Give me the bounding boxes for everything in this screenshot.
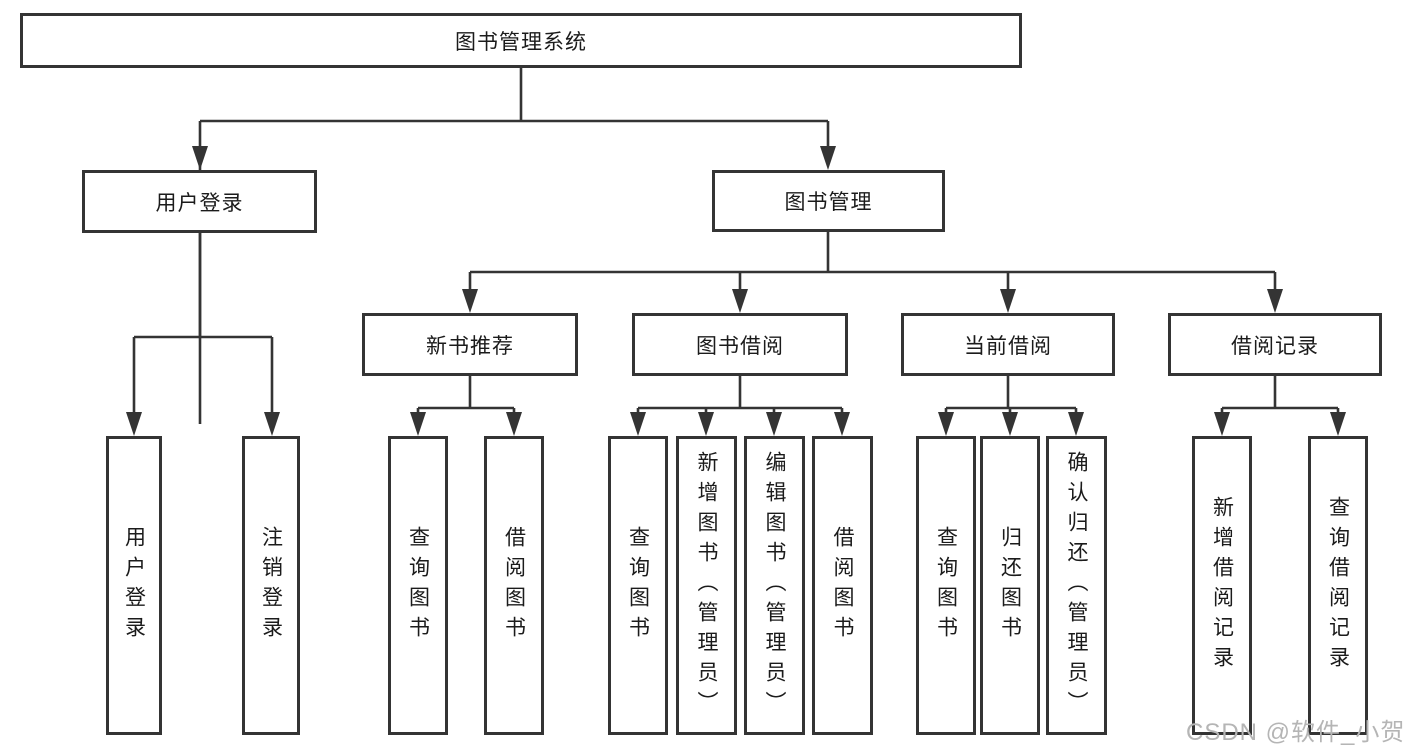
leaf-add-book-admin: 新增图书（管理员）: [676, 436, 737, 735]
leaf-edit-book-admin: 编辑图书（管理员）: [744, 436, 805, 735]
arrowhead: [1330, 412, 1346, 436]
leaf-query-books-recommend: 查询图书: [388, 436, 448, 735]
arrowhead: [1267, 289, 1283, 313]
node-label: 借阅图书: [502, 525, 526, 646]
leaf-borrow-books: 借阅图书: [812, 436, 873, 735]
node-label: 查询图书: [406, 525, 430, 646]
node-label: 借阅图书: [831, 525, 854, 646]
csdn-watermark: CSDN @软件_小贺同学: [1186, 719, 1405, 746]
node-label: 新增图书（管理员）: [695, 450, 718, 721]
arrowhead: [1068, 412, 1084, 436]
node-label: 查询借阅记录: [1326, 495, 1350, 676]
arrowhead: [834, 412, 850, 436]
node-label: 新增借阅记录: [1210, 495, 1234, 676]
node-borrow-records: 借阅记录: [1168, 313, 1382, 376]
node-label: 用户登录: [155, 191, 244, 215]
node-label: 图书管理系统: [455, 30, 587, 54]
leaf-borrow-books-recommend: 借阅图书: [484, 436, 544, 735]
arrowhead: [1214, 412, 1230, 436]
node-new-book-recommend: 新书推荐: [362, 313, 578, 376]
connector-new-book-children: [416, 376, 516, 424]
leaf-query-books-current: 查询图书: [916, 436, 976, 735]
leaf-query-books-borrow: 查询图书: [608, 436, 668, 735]
arrowhead: [820, 146, 836, 170]
arrowhead: [192, 146, 208, 170]
connector-user-login-children: [132, 233, 274, 424]
arrowhead: [1002, 412, 1018, 436]
leaf-logout: 注销登录: [242, 436, 300, 735]
arrowhead: [506, 412, 522, 436]
arrowhead: [264, 412, 280, 436]
node-root-library-system: 图书管理系统: [20, 13, 1022, 68]
connector-book-borrow-children: [636, 376, 844, 424]
arrowhead: [630, 412, 646, 436]
node-user-login: 用户登录: [82, 170, 317, 233]
arrowhead: [938, 412, 954, 436]
node-book-management: 图书管理: [712, 170, 945, 232]
node-label: 借阅记录: [1231, 334, 1319, 358]
leaf-confirm-return-admin: 确认归还（管理员）: [1046, 436, 1107, 735]
node-current-borrow: 当前借阅: [901, 313, 1115, 376]
arrowhead: [698, 412, 714, 436]
leaf-return-book: 归还图书: [980, 436, 1040, 735]
arrowhead: [732, 289, 748, 313]
node-label: 用户登录: [122, 525, 146, 646]
arrowhead: [1000, 289, 1016, 313]
node-label: 新书推荐: [426, 334, 514, 358]
node-label: 确认归还（管理员）: [1065, 450, 1088, 721]
arrowhead: [126, 412, 142, 436]
leaf-user-login: 用户登录: [106, 436, 162, 735]
node-label: 查询图书: [626, 525, 650, 646]
node-label: 归还图书: [998, 525, 1022, 646]
node-label: 注销登录: [259, 525, 283, 646]
connector-borrow-record-children: [1220, 376, 1340, 424]
leaf-query-borrow-record: 查询借阅记录: [1308, 436, 1368, 735]
leaf-add-borrow-record: 新增借阅记录: [1192, 436, 1252, 735]
node-label: 当前借阅: [964, 334, 1052, 358]
connector-root-to-level2: [198, 68, 830, 424]
arrowhead: [462, 289, 478, 313]
arrowhead: [766, 412, 782, 436]
node-label: 查询图书: [934, 525, 958, 646]
node-label: 图书管理: [784, 191, 873, 214]
node-book-borrow: 图书借阅: [632, 313, 848, 376]
arrowhead: [410, 412, 426, 436]
node-label: 编辑图书（管理员）: [763, 450, 786, 721]
node-label: 图书借阅: [696, 334, 784, 358]
connector-book-management-children: [468, 232, 1277, 302]
